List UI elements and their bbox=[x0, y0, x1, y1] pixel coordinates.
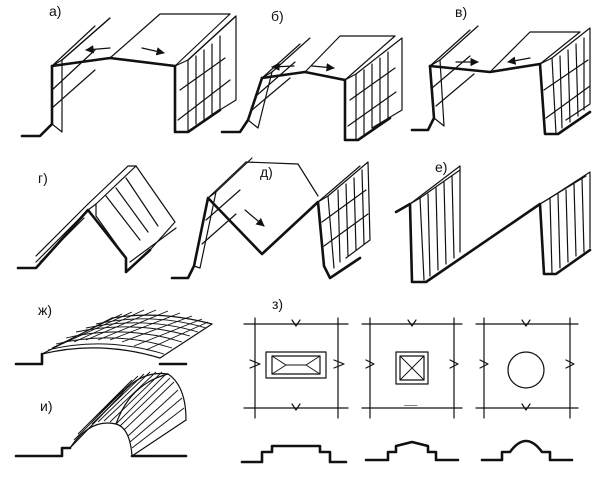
diagram-g-triangular-skylight: г) bbox=[16, 165, 177, 274]
label-b: б) bbox=[271, 8, 284, 24]
diagram-d-sawtooth-skylight: д) bbox=[170, 157, 371, 280]
diagram-i-vault-skylight: и) bbox=[14, 371, 188, 458]
label-zh: ж) bbox=[38, 302, 52, 318]
label-v: в) bbox=[455, 4, 467, 20]
diagram-a-monitor-skylight: а) bbox=[20, 3, 237, 138]
diagram-e-shed-skylight: е) bbox=[394, 159, 592, 284]
plan-round-opening bbox=[475, 317, 579, 462]
diagram-v-monitor-skylight: в) bbox=[410, 4, 592, 136]
diagram-z-plan-views: з) ___ bbox=[240, 296, 579, 464]
label-a: а) bbox=[49, 3, 61, 19]
plan-rectangular-opening bbox=[240, 317, 349, 464]
diagram-b-monitor-skylight: б) bbox=[220, 8, 403, 142]
label-g: г) bbox=[38, 170, 48, 186]
label-d: д) bbox=[260, 164, 273, 180]
label-e: е) bbox=[435, 159, 447, 175]
label-i: и) bbox=[40, 398, 52, 414]
label-z: з) bbox=[272, 296, 283, 312]
plan-dimension-mark: ___ bbox=[403, 397, 418, 406]
diagram-zh-dome-grid-roof: ж) bbox=[14, 302, 213, 366]
plan-square-opening: ___ bbox=[361, 317, 463, 462]
